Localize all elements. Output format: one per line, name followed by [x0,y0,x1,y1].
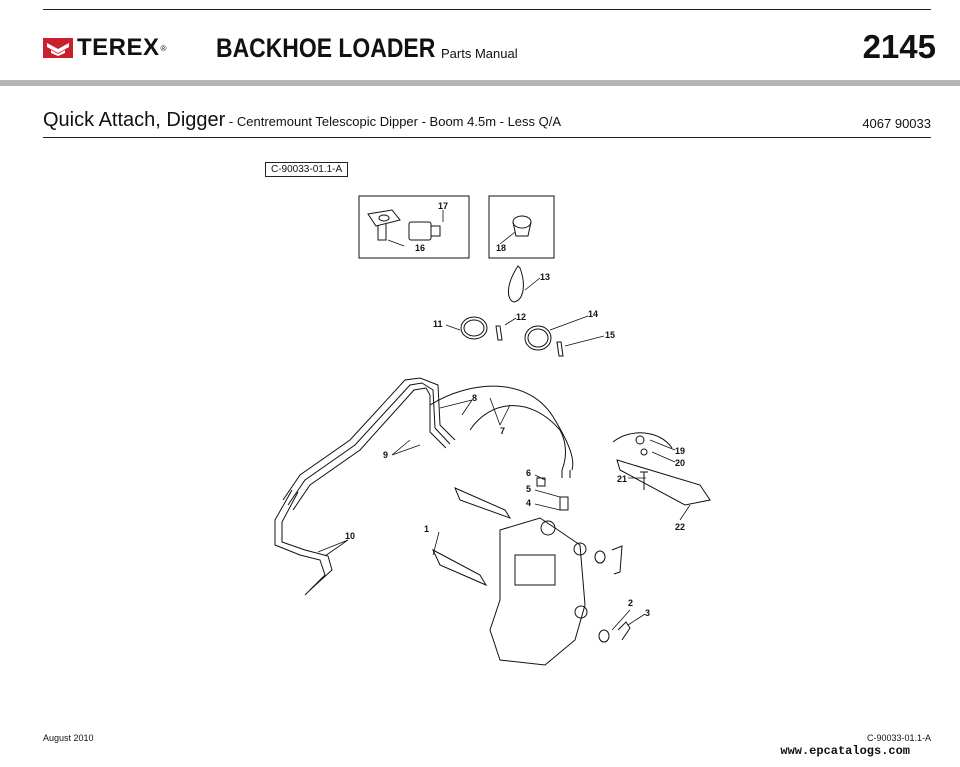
model-number: 2145 [862,28,936,65]
section-heading: Quick Attach, Digger - Centremount Teles… [43,109,561,132]
callout-22: 22 [675,522,685,532]
callout-18: 18 [496,243,506,253]
callout-14: 14 [588,309,598,319]
callout-9: 9 [383,450,388,460]
document-title: BACKHOE LOADER [216,33,436,63]
callout-7: 7 [500,426,505,436]
callout-17: 17 [438,201,448,211]
callout-4: 4 [526,498,531,508]
callout-10: 10 [345,531,355,541]
callout-2: 2 [628,598,633,608]
diagram-reference: C-90033-01.1-A [265,162,349,177]
inset-box-18 [488,195,555,259]
header-gray-bar [0,80,960,86]
callout-6: 6 [526,468,531,478]
callout-8: 8 [472,393,477,403]
section-part-code: 4067 90033 [862,116,931,131]
top-rule [43,9,931,10]
footer-code: C-90033-01.1-A [866,733,931,743]
section-title: Quick Attach, Digger [43,109,226,131]
callout-21: 21 [617,474,627,484]
inset-box-16-17 [358,195,470,259]
terex-logo-icon [43,38,73,58]
callout-16: 16 [415,243,425,253]
document-subtitle: Parts Manual [441,46,518,61]
registered-mark: ® [160,43,167,53]
callout-13: 13 [540,272,550,282]
section-rule [43,137,931,138]
callout-20: 20 [675,458,685,468]
terex-logo: TEREX® [43,34,166,62]
watermark-url: www.epcatalogs.com [780,744,910,758]
brand-name: TEREX [77,34,160,61]
footer-date: August 2010 [43,733,94,743]
section-description: - Centremount Telescopic Dipper - Boom 4… [225,114,562,129]
callout-19: 19 [675,446,685,456]
callout-5: 5 [526,484,531,494]
callout-1: 1 [424,524,429,534]
callout-12: 12 [516,312,526,322]
callout-11: 11 [433,319,443,329]
callout-3: 3 [645,608,650,618]
callout-15: 15 [605,330,615,340]
